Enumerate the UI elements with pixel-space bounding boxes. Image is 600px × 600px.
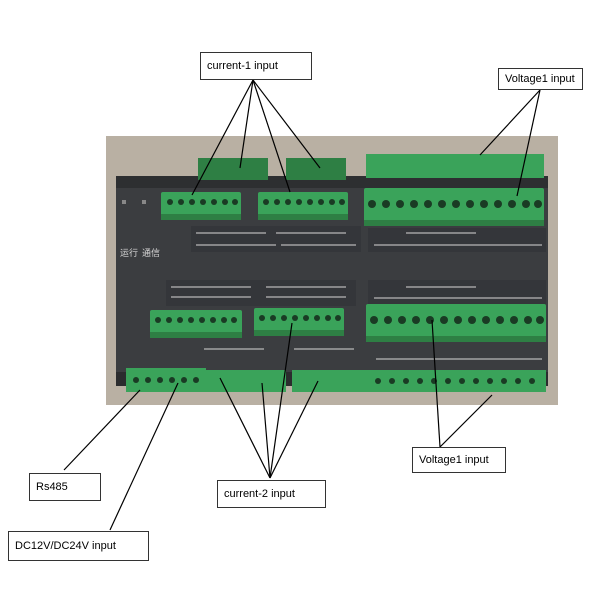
leader-current1-1: [191, 79, 254, 196]
terminal-current2-b: [254, 308, 344, 336]
leader-current2-2: [261, 382, 271, 479]
leader-voltage-bottom-2: [439, 394, 493, 448]
terminal-lower-rear-2: [292, 370, 372, 392]
printed-labels: [171, 232, 542, 360]
rear-terminal-top-1: [198, 158, 268, 180]
label-strip-bottom-right: [368, 280, 546, 304]
leader-current1-2: [239, 79, 254, 169]
terminal-rs485-power: [126, 368, 206, 392]
device-photo: 运行 通信: [106, 136, 558, 405]
leader-current2-1: [219, 377, 271, 479]
leader-voltage-top-1: [479, 89, 541, 156]
terminal-lower-rear-1: [206, 370, 286, 392]
callout-current1: current-1 input: [200, 52, 312, 80]
callout-current2: current-2 input: [217, 480, 326, 508]
leader-current1-4: [252, 79, 321, 169]
terminal-current1-b: [258, 192, 348, 220]
device-illustration: 运行 通信: [106, 136, 558, 405]
status-run-text: 运行: [120, 247, 138, 259]
callout-dc-power: DC12V/DC24V input: [8, 531, 149, 561]
terminal-voltage-lower-rear: [368, 370, 546, 392]
callout-voltage1-bottom: Voltage1 input: [412, 447, 506, 473]
leader-current1-3: [252, 79, 291, 193]
rear-terminal-top-2: [286, 158, 346, 180]
led-1: [122, 200, 126, 204]
leader-voltage-top-2: [516, 89, 541, 197]
label-strip-bottom-left: [166, 280, 356, 306]
terminal-current2-a: [150, 310, 242, 338]
rear-terminal-voltage-top: [366, 154, 544, 178]
leader-voltage-bottom-1: [431, 319, 441, 448]
leader-dc: [109, 382, 179, 531]
callout-voltage1-top: Voltage1 input: [498, 68, 583, 90]
leader-current2-4: [269, 380, 319, 479]
callout-rs485: Rs485: [29, 473, 101, 501]
status-comm-text: 通信: [142, 247, 160, 259]
screw-holes: [133, 199, 544, 384]
label-strip-top-left: [191, 226, 361, 252]
leader-rs485: [63, 389, 141, 471]
led-2: [142, 200, 146, 204]
leader-current2-3: [269, 322, 293, 479]
